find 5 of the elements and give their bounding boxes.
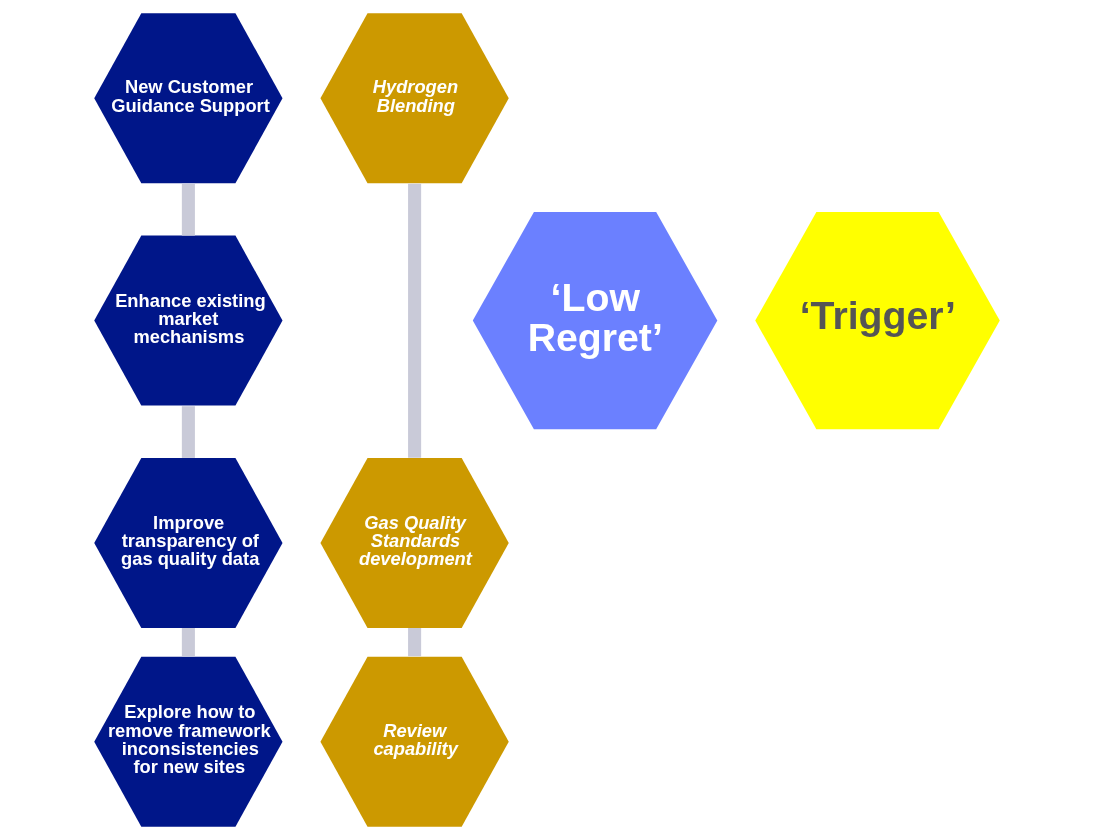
connector <box>181 406 195 458</box>
connector <box>407 628 421 657</box>
connector <box>181 183 195 236</box>
connector <box>407 183 421 458</box>
connector <box>181 628 195 657</box>
